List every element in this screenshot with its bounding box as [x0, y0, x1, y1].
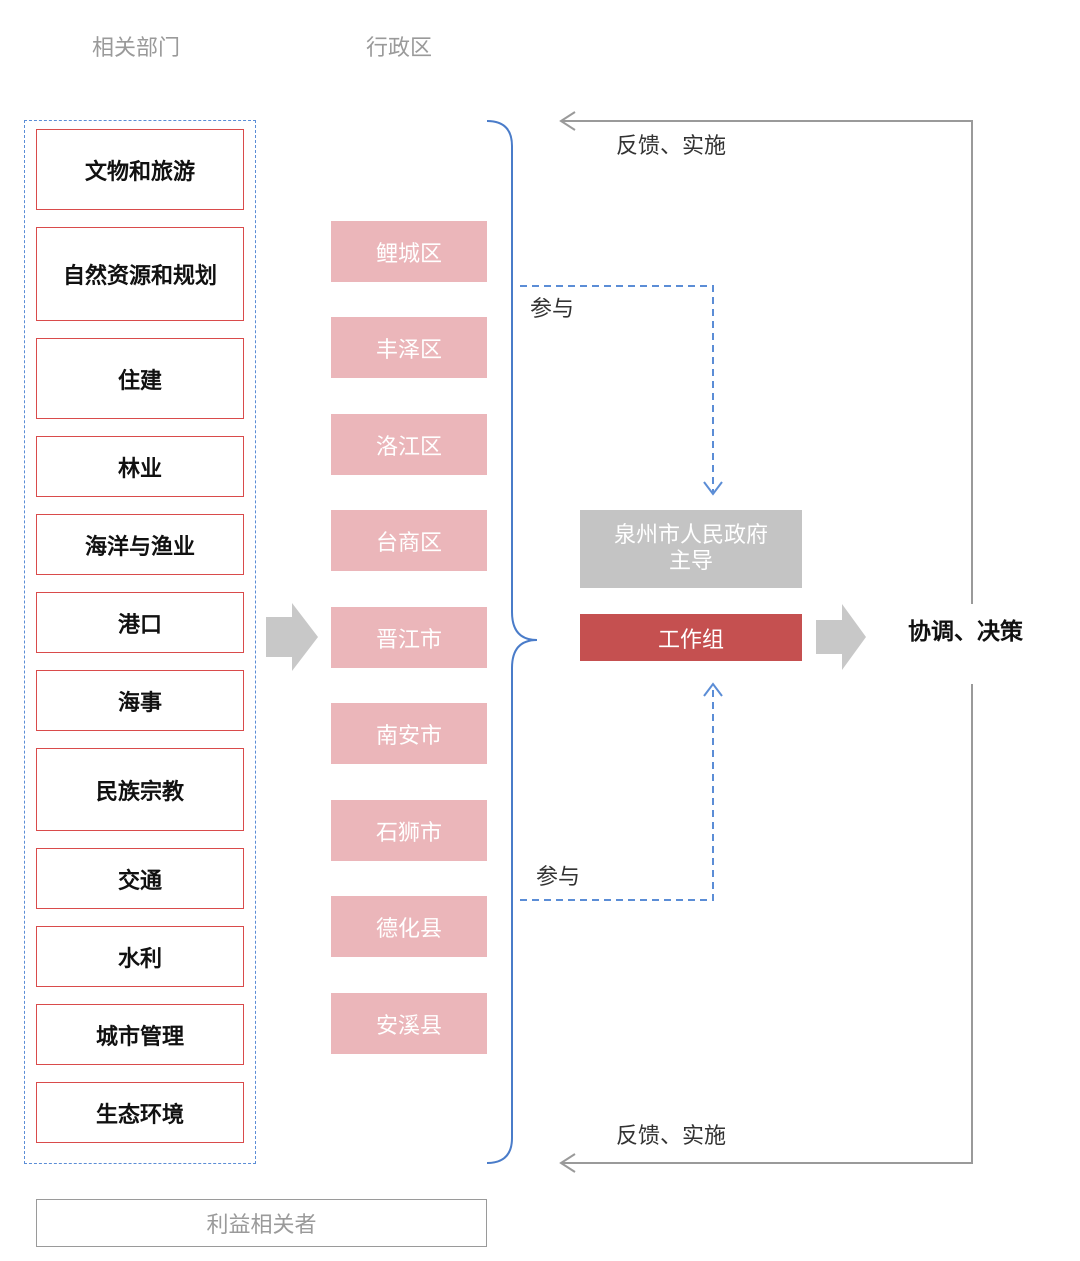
district-item: 鲤城区 — [331, 221, 487, 282]
departments-to-districts-arrow — [266, 603, 318, 671]
department-item: 林业 — [36, 436, 244, 497]
district-item: 洛江区 — [331, 414, 487, 475]
department-item: 住建 — [36, 338, 244, 419]
district-item: 南安市 — [331, 703, 487, 764]
departments-group — [24, 120, 256, 1164]
department-item: 城市管理 — [36, 1004, 244, 1065]
department-item: 海洋与渔业 — [36, 514, 244, 575]
stakeholders-box: 利益相关者 — [36, 1199, 487, 1247]
district-item: 丰泽区 — [331, 317, 487, 378]
district-item: 德化县 — [331, 896, 487, 957]
quanzhou-government-box: 泉州市人民政府 主导 — [580, 510, 802, 588]
feedback-label-top: 反馈、实施 — [616, 134, 727, 159]
department-item: 文物和旅游 — [36, 129, 244, 210]
district-item: 石狮市 — [331, 800, 487, 861]
district-item: 晋江市 — [331, 607, 487, 668]
department-item: 生态环境 — [36, 1082, 244, 1143]
government-role: 主导 — [668, 549, 713, 574]
participate-label-bottom: 参与 — [536, 865, 581, 890]
districts-heading: 行政区 — [366, 36, 433, 61]
feedback-loop — [559, 111, 973, 1173]
department-item: 民族宗教 — [36, 748, 244, 831]
district-item: 台商区 — [331, 510, 487, 571]
departments-heading: 相关部门 — [92, 36, 181, 61]
department-item: 港口 — [36, 592, 244, 653]
district-item: 安溪县 — [331, 993, 487, 1054]
participate-arrow-top — [520, 285, 723, 496]
districts-brace — [486, 120, 538, 1164]
feedback-label-bottom: 反馈、实施 — [616, 1124, 727, 1149]
participate-label-top: 参与 — [530, 297, 575, 322]
working-group-to-decision-arrow — [816, 604, 866, 670]
government-name: 泉州市人民政府 — [613, 522, 768, 548]
department-item: 水利 — [36, 926, 244, 987]
department-item: 海事 — [36, 670, 244, 731]
department-item: 自然资源和规划 — [36, 227, 244, 321]
coordinate-decision-label: 协调、决策 — [908, 619, 1023, 645]
department-item: 交通 — [36, 848, 244, 909]
participate-arrow-bottom — [520, 682, 723, 901]
working-group-box: 工作组 — [580, 614, 802, 661]
